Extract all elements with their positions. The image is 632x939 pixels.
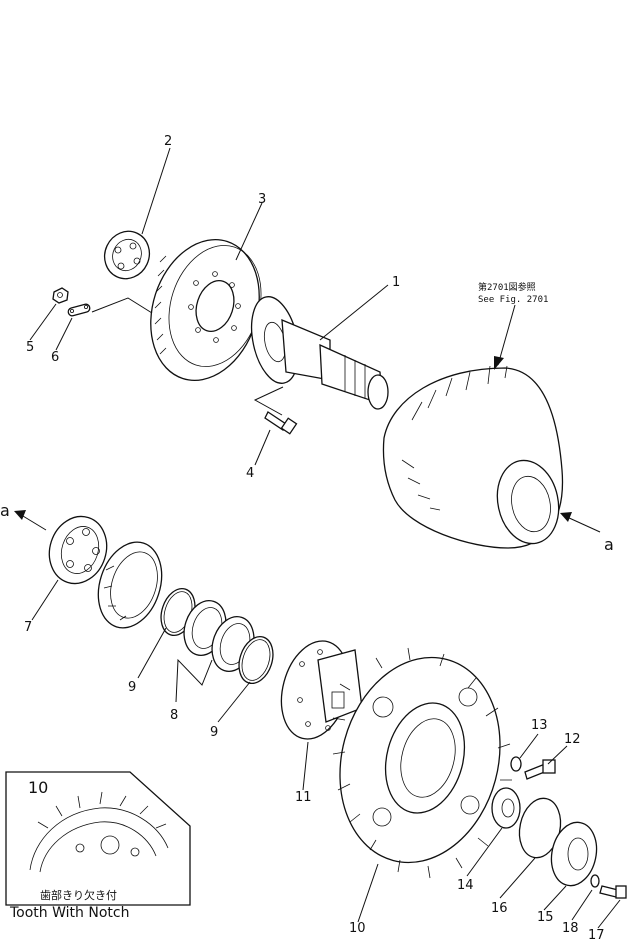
callout-8: 8 [170,708,178,723]
reference-note-jp: 第2701図参照 [478,281,536,293]
part-12-bolt [524,759,556,780]
part-4-bolt [264,411,298,435]
callout-17: 17 [588,928,605,939]
callout-5: 5 [26,340,34,355]
part-13-washer [510,756,522,772]
callout-13: 13 [531,718,548,733]
callout-4: 4 [246,466,254,481]
callout-7: 7 [24,620,32,635]
callout-9a: 9 [128,680,136,695]
callout-16: 16 [491,901,508,916]
bearing-cage [97,541,163,629]
arrowhead [560,512,572,522]
callout-10: 10 [349,921,366,936]
part-9-ring-second [238,635,274,685]
callout-14: 14 [457,878,474,893]
inset-sprocket-detail [29,791,169,873]
part-10-sprocket [332,647,512,879]
inset-caption-en: Tooth With Notch [9,905,129,921]
part-11-hub [280,640,363,740]
final-drive-housing [382,365,564,549]
inset-box: 10 歯部きり欠き付 [5,771,191,906]
part-2-bearing [103,230,151,280]
callout-2: 2 [164,134,172,149]
callout-6: 6 [51,350,59,365]
part-17-bolt [599,885,627,899]
callout-18: 18 [562,921,579,936]
part-14-nut [491,787,521,829]
callout-labels: 1 2 3 4 5 6 7 8 9 9 10 11 12 13 14 15 16… [24,134,605,939]
arrowhead [494,356,504,370]
inset-caption-jp: 歯部きり欠き付 [40,888,117,902]
header-fragment: ~~~~~ [112,0,171,6]
callout-15: 15 [537,910,554,925]
leader-lines [17,147,621,929]
callout-3: 3 [258,192,266,207]
part-6-washer [67,303,91,317]
callout-12: 12 [564,732,581,747]
part-15-cover [550,821,598,887]
view-marker-left: a [0,501,10,520]
part-5-nut [52,287,69,304]
part-3-gear [150,239,262,381]
part-7-bearing [48,515,108,585]
inset-number: 10 [28,778,48,797]
callout-1: 1 [392,275,400,290]
part-1-shaft [250,296,389,410]
part-18-washer [590,874,600,888]
arrowhead [14,510,26,520]
view-marker-right: a [604,535,614,554]
callout-9b: 9 [210,725,218,740]
reference-note-en: See Fig. 2701 [478,295,548,305]
callout-11: 11 [295,790,312,805]
